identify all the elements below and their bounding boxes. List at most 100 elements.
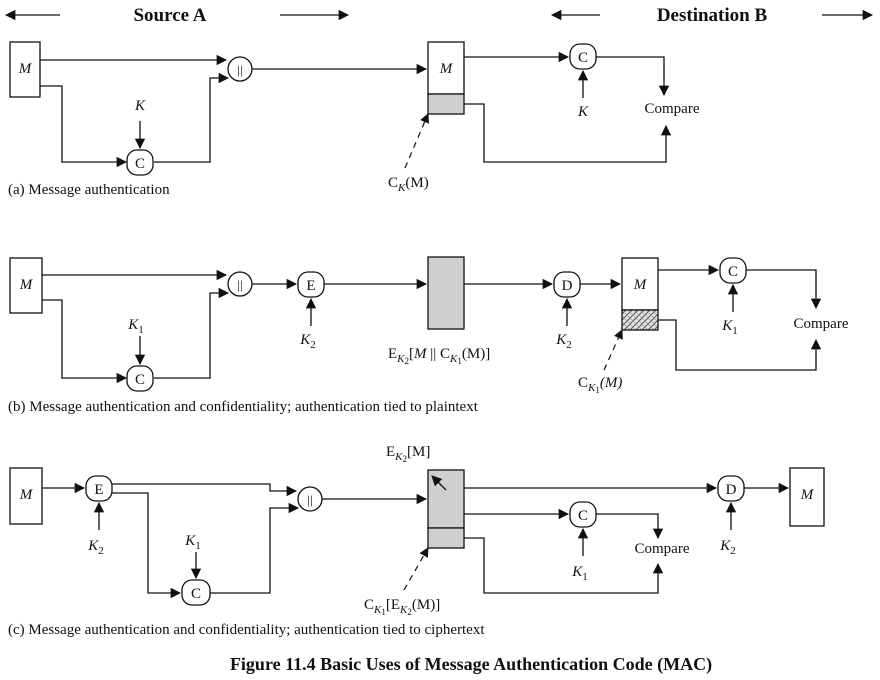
- k1-label: K1: [127, 317, 144, 336]
- k2-base: K: [299, 332, 311, 348]
- message-box: [9, 41, 41, 98]
- mac-k2-sub: 2: [407, 607, 412, 617]
- wire: [746, 269, 822, 310]
- encrypt-label: E: [94, 482, 103, 498]
- mac-function-node: [126, 365, 154, 392]
- dest-key-label: K: [577, 104, 589, 120]
- mac-box: [427, 527, 465, 549]
- k2-sub: 2: [98, 545, 104, 557]
- dest-k2-label: K2: [555, 332, 572, 351]
- concat-label: ||: [237, 277, 242, 292]
- key-label: K: [134, 98, 146, 114]
- output-message-label: M: [800, 487, 815, 503]
- mac-k: K: [373, 604, 382, 616]
- mac-k2: K: [399, 604, 408, 616]
- wire: [112, 492, 182, 599]
- decrypt-label: D: [562, 278, 573, 294]
- dest-k1-base: K: [721, 318, 733, 334]
- wire: [42, 299, 128, 384]
- wire: [464, 103, 672, 163]
- message-label: M: [18, 61, 33, 77]
- mac-k-sub: 1: [595, 385, 600, 395]
- mac-pointer: [403, 547, 429, 591]
- enc-k-sub: 2: [405, 356, 410, 366]
- concat-label: ||: [237, 62, 242, 77]
- ciphertext-box: [427, 469, 465, 529]
- k1-sub: 1: [138, 324, 144, 336]
- panel-b: M K1 C || E K2 EK2[M || CK1(M)] D K2 M C…: [8, 256, 849, 415]
- enc-e: E: [386, 444, 395, 460]
- dest-k2-sub: 2: [730, 545, 736, 557]
- wire: [112, 483, 298, 497]
- panel-c: M E K2 K1 C || EK2[M] C K1 Compare D K2: [8, 444, 825, 638]
- k2-base: K: [87, 538, 99, 554]
- enc-open: [: [409, 346, 414, 362]
- encrypt-label: E: [306, 278, 315, 294]
- ciphertext-annotation: EK2[M || CK1(M)]: [388, 346, 490, 366]
- compare-label: Compare: [645, 101, 700, 117]
- dest-mac-function-label: C: [578, 50, 588, 66]
- enc-m: M: [413, 346, 428, 362]
- dest-message-box: [621, 257, 659, 311]
- mac-annotation-arg: (M): [405, 175, 428, 191]
- mac-k-sub: 1: [381, 607, 386, 617]
- k2-label: K2: [299, 332, 316, 351]
- mac-arg: (M): [600, 375, 623, 391]
- panel-a: M K C || M C K Compare CK(M) (a) Message…: [8, 41, 700, 198]
- mac-box: [427, 93, 465, 115]
- enc-bar: || C: [427, 346, 451, 362]
- mac-pointer: [404, 113, 430, 169]
- dest-k2-label: K2: [719, 538, 736, 557]
- enc-arg: [M]: [407, 444, 430, 460]
- mac-function-label: C: [135, 156, 145, 172]
- dest-message-label: M: [633, 277, 648, 293]
- figure-caption: Figure 11.4 Basic Uses of Message Authen…: [230, 654, 712, 675]
- wire: [40, 85, 128, 168]
- header-destination: Destination B: [550, 5, 874, 26]
- concat-label: ||: [307, 492, 312, 507]
- hatched-mac-box: [621, 309, 659, 331]
- encrypt-node: [85, 475, 113, 502]
- k1-sub: 1: [195, 540, 201, 552]
- enc-k: K: [396, 353, 405, 365]
- mac-annotation-c: C: [388, 175, 398, 191]
- k1-label: K1: [184, 533, 201, 552]
- dest-message-label: M: [439, 61, 454, 77]
- mac-function-label: C: [135, 372, 145, 388]
- mac-annotation: CK1(M): [578, 375, 622, 395]
- caption-a: (a) Message authentication: [8, 182, 170, 198]
- enc-close: (M)]: [462, 346, 490, 362]
- enc-k: K: [394, 451, 403, 463]
- k2-label: K2: [87, 538, 104, 557]
- dest-mac-function-label: C: [578, 508, 588, 524]
- caption-c: (c) Message authentication and confident…: [8, 622, 485, 638]
- ciphertext-pointer: [431, 475, 447, 491]
- message-label: M: [19, 277, 34, 293]
- wire: [596, 513, 664, 540]
- mac-pointer: [603, 329, 623, 371]
- k2-sub: 2: [310, 339, 316, 351]
- output-message-box: [789, 467, 825, 527]
- wire: [154, 72, 230, 163]
- enc-k-sub: 2: [403, 454, 408, 464]
- message-label: M: [19, 487, 34, 503]
- enc-e: E: [388, 346, 397, 362]
- mac-annotation: CK1[EK2(M)]: [364, 597, 440, 617]
- mac-annotation-sub: K: [397, 182, 406, 194]
- decrypt-label: D: [726, 482, 737, 498]
- wire: [210, 502, 300, 594]
- wire: [154, 287, 230, 379]
- compare-label: Compare: [635, 541, 690, 557]
- mac-annotation: CK(M): [388, 175, 429, 194]
- wire: [596, 56, 670, 97]
- mac-close: (M)]: [412, 597, 440, 613]
- wire: [658, 319, 822, 371]
- mac-open: [E: [386, 597, 400, 613]
- enc-k1: K: [449, 353, 458, 365]
- dest-k1-sub: 1: [582, 571, 588, 583]
- header-source: Source A: [4, 5, 350, 26]
- mac-c: C: [364, 597, 374, 613]
- mac-function-node: [126, 149, 154, 176]
